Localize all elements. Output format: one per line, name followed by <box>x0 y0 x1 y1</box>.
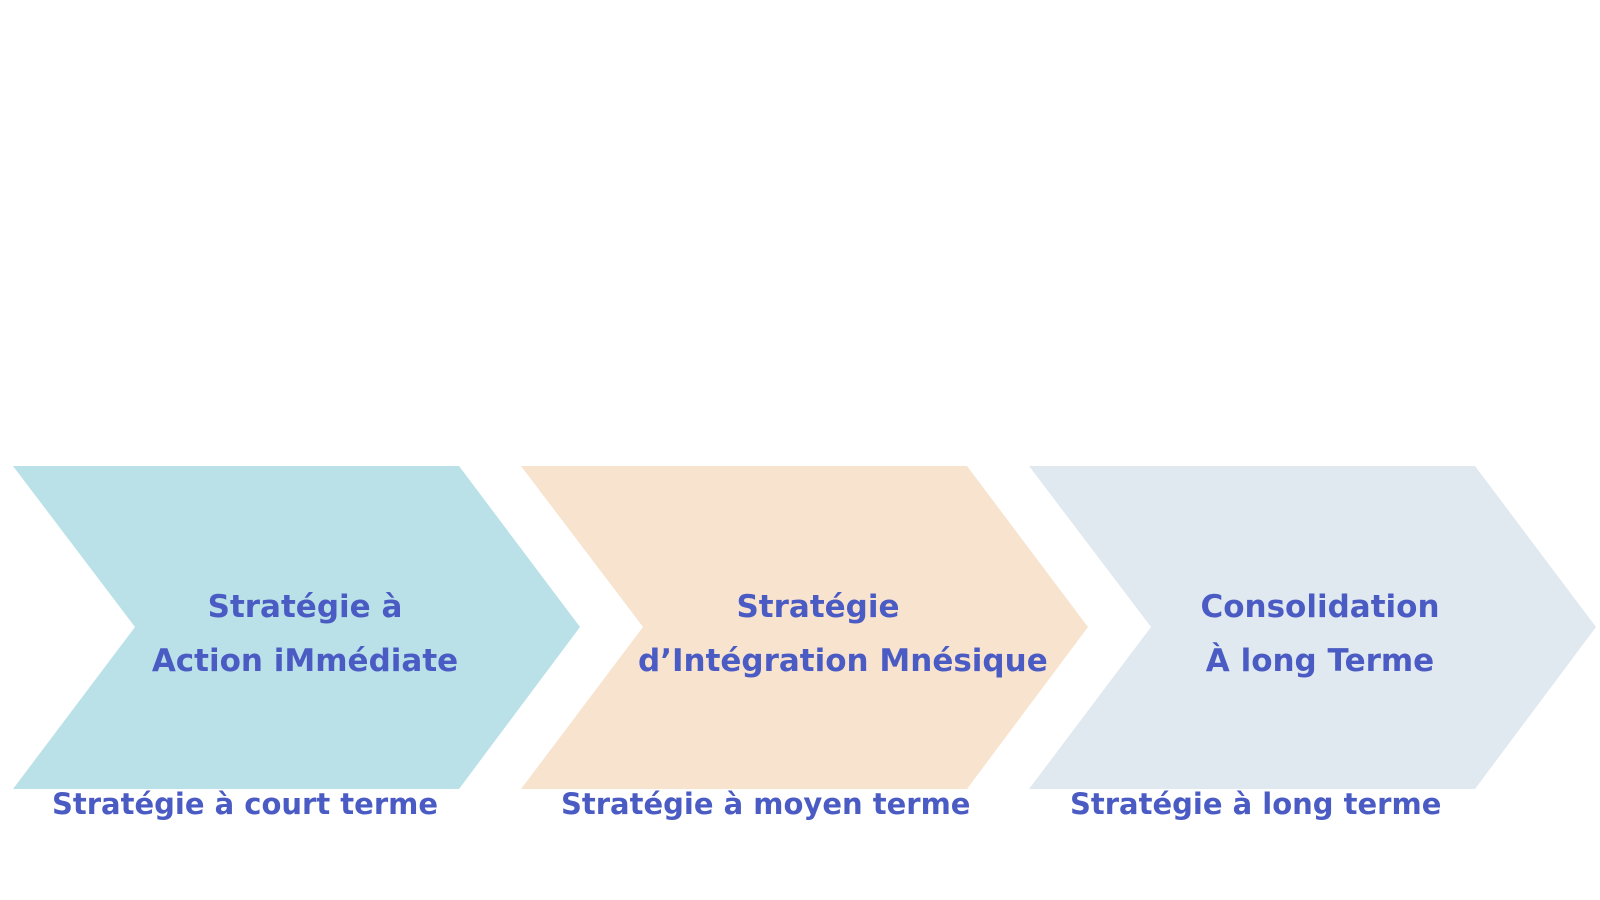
step-3-caption: Stratégie à long terme <box>1070 787 1442 821</box>
chevron-step-1 <box>13 466 580 789</box>
chevron-step-3 <box>1029 466 1596 789</box>
step-2-line-1: Stratégie <box>736 589 900 625</box>
step-1-label: Stratégie à Action iMmédiate <box>125 580 485 688</box>
step-2-label: Stratégie d’Intégration Mnésique <box>638 580 1048 688</box>
step-3-line-1: Consolidation <box>1200 589 1440 625</box>
step-3-label: Consolidation À long Terme <box>1140 580 1500 688</box>
chevron-step-2 <box>521 466 1088 789</box>
step-1-line-2: Action iMmédiate <box>151 643 459 679</box>
step-3-line-2: À long Terme <box>1205 643 1435 679</box>
step-1-caption: Stratégie à court terme <box>52 787 439 821</box>
step-2-caption: Stratégie à moyen terme <box>561 787 971 821</box>
step-2-line-2: d’Intégration Mnésique <box>638 643 1048 679</box>
step-1-line-1: Stratégie à <box>207 589 403 625</box>
